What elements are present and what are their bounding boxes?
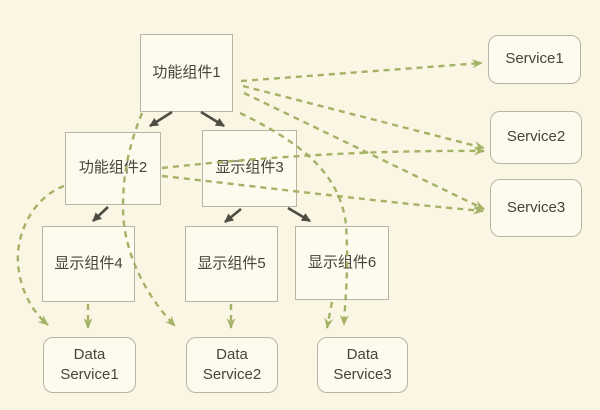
- edge-display-component-3-to-display-component-5: [224, 207, 242, 224]
- node-label: Service3: [506, 198, 566, 216]
- node-label: 显示组件3: [215, 159, 284, 177]
- edge-func-component-1-to-display-component-3: [200, 110, 225, 128]
- node-label: Data Service1: [60, 345, 119, 383]
- node-data-service-2[interactable]: Data Service2: [186, 337, 278, 393]
- node-func-component-2[interactable]: 功能组件2: [65, 132, 161, 205]
- node-display-component-4[interactable]: 显示组件4: [42, 226, 135, 302]
- edge-func-component-1-to-service-1: [240, 59, 483, 83]
- node-label: 显示组件5: [197, 254, 266, 272]
- node-service-1[interactable]: Service1: [488, 35, 581, 84]
- node-label: 显示组件4: [54, 254, 123, 272]
- node-data-service-3[interactable]: Data Service3: [317, 337, 408, 393]
- node-display-component-3[interactable]: 显示组件3: [202, 130, 297, 207]
- node-label: 功能组件2: [78, 159, 148, 177]
- edge-func-component-1-to-func-component-2: [149, 110, 173, 128]
- node-label: 功能组件1: [152, 63, 221, 81]
- edge-func-component-2-to-display-component-4: [92, 206, 109, 222]
- node-label: Data Service3: [333, 345, 392, 383]
- node-service-3[interactable]: Service3: [490, 179, 582, 237]
- node-label: 显示组件6: [307, 253, 377, 271]
- node-data-service-1[interactable]: Data Service1: [43, 337, 136, 393]
- node-func-component-1[interactable]: 功能组件1: [140, 34, 233, 112]
- node-display-component-6[interactable]: 显示组件6: [295, 226, 389, 300]
- edge-display-component-6-to-data-service-3: [324, 301, 334, 329]
- node-display-component-5[interactable]: 显示组件5: [185, 226, 278, 302]
- node-service-2[interactable]: Service2: [490, 111, 582, 164]
- node-label: Service1: [505, 50, 564, 68]
- edge-display-component-3-to-display-component-6: [287, 206, 311, 223]
- node-label: Data Service2: [202, 345, 262, 383]
- node-label: Service2: [506, 128, 566, 146]
